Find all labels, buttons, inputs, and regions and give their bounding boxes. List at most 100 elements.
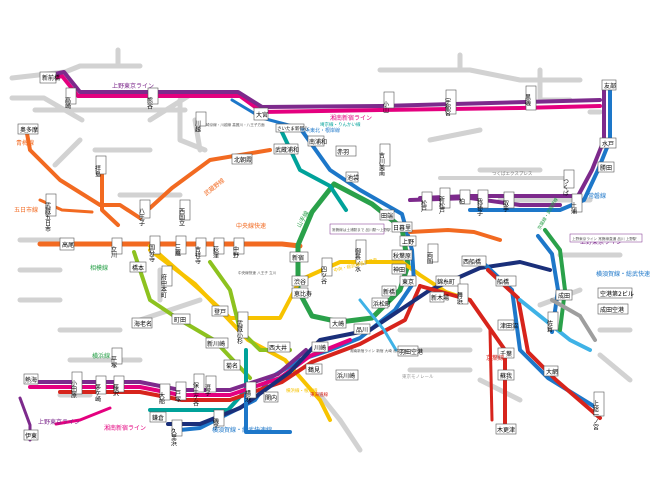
station-narita[interactable]: 成田 bbox=[555, 289, 573, 301]
label-tokyo-monorail: 東京モノレール bbox=[402, 373, 434, 380]
station-tomobe[interactable]: 友部 bbox=[601, 79, 617, 91]
station-utsunomiya[interactable]: 宇都宮 bbox=[444, 89, 457, 117]
station-hashimoto[interactable]: 橋本 bbox=[129, 261, 147, 273]
station-kurihama[interactable]: 久里浜 bbox=[170, 419, 183, 447]
station-shinmatsudo[interactable]: 新松戸 bbox=[438, 187, 451, 215]
station-ueno[interactable]: 上野 bbox=[399, 235, 417, 247]
station-kanda[interactable]: 神田 bbox=[391, 263, 407, 275]
station-kuroiso[interactable]: 黒磯 bbox=[524, 85, 537, 111]
station-shinkawasaki[interactable]: 新川崎 bbox=[205, 337, 229, 349]
station-musashi-itsukaichi[interactable]: 武蔵五日市 bbox=[44, 193, 57, 233]
station-ochanomizu[interactable]: 御茶ノ水 bbox=[354, 239, 367, 272]
station-abiko[interactable]: 我孫子 bbox=[476, 189, 489, 216]
station-hamamatsucho[interactable]: 浜松町 bbox=[371, 297, 391, 309]
station-yotsuya[interactable]: 四ツ谷 bbox=[320, 257, 333, 285]
station-kitaasaka[interactable]: 北朝霞 bbox=[231, 153, 253, 165]
station-narita-airport[interactable]: 空港第2ビル bbox=[597, 287, 634, 299]
station-mitaka[interactable]: 三鷹 bbox=[174, 235, 187, 257]
station-ikebukuro[interactable]: 池袋 bbox=[345, 171, 359, 183]
station-hiratsuka[interactable]: 平塚 bbox=[110, 347, 123, 369]
station-maihama[interactable]: 舞浜 bbox=[456, 283, 469, 305]
station-soga[interactable]: 蘇我 bbox=[497, 369, 515, 381]
station-haneda[interactable]: 羽田空港 bbox=[397, 345, 423, 357]
station-shinkiba[interactable]: 新木場 bbox=[429, 291, 449, 303]
station-kichijoji[interactable]: 吉祥寺 bbox=[194, 237, 207, 264]
station-toride[interactable]: 取手 bbox=[502, 191, 515, 213]
station-ebina[interactable]: 海老名 bbox=[131, 317, 153, 329]
station-osaki[interactable]: 大崎 bbox=[329, 317, 347, 329]
station-zushi[interactable]: 逗子 bbox=[204, 375, 217, 396]
station-shinjuku[interactable]: 新宿 bbox=[289, 251, 309, 263]
station-odawara[interactable]: 小田原 bbox=[70, 371, 83, 398]
station-narita-airport2[interactable]: 成田空港 bbox=[597, 303, 629, 315]
station-kamakura[interactable]: 鎌倉 bbox=[149, 411, 167, 423]
station-nakano[interactable]: 中野 bbox=[232, 237, 245, 258]
station-ome[interactable]: 奥多摩 bbox=[17, 123, 39, 135]
station-akabane[interactable]: 赤羽 bbox=[335, 145, 357, 157]
station-nishifunabashi[interactable]: 西船橋 bbox=[461, 255, 487, 267]
station-takasaki[interactable]: 高崎 bbox=[64, 87, 77, 109]
station-sakura[interactable]: 佐倉 bbox=[546, 311, 559, 333]
station-machida[interactable]: 町田 bbox=[171, 313, 191, 325]
station-nippori[interactable]: 日暮里 bbox=[391, 221, 413, 233]
station-kannai[interactable]: 関内 bbox=[263, 391, 279, 403]
station-katsuta[interactable]: 勝田 bbox=[597, 161, 615, 173]
station-nishikunitachi[interactable]: 西国立 bbox=[178, 199, 191, 226]
station-kimitsu[interactable]: 木更津 bbox=[495, 423, 517, 435]
station-oyama[interactable]: 小山 bbox=[382, 91, 395, 114]
station-tsudanuma[interactable]: 津田沼 bbox=[497, 319, 518, 331]
station-chigasaki[interactable]: 茅ケ崎 bbox=[94, 375, 107, 402]
station-hamakawasaki[interactable]: 浜川崎 bbox=[335, 369, 359, 381]
station-hodogaya[interactable]: 保土ケ谷 bbox=[192, 373, 205, 407]
station-tsukuba[interactable]: つくば bbox=[562, 169, 575, 197]
station-omiya[interactable]: 大宮 bbox=[253, 107, 269, 121]
station-oami[interactable]: 大網 bbox=[543, 365, 559, 377]
station-chiba[interactable]: 千葉 bbox=[497, 347, 515, 359]
station-minamiurawa[interactable]: 南浦和 bbox=[307, 135, 327, 147]
station-tokyo[interactable]: 東京 bbox=[399, 275, 417, 287]
station-noborito[interactable]: 登戸 bbox=[211, 305, 229, 317]
station-ogikubo[interactable]: 荻窪 bbox=[212, 237, 225, 259]
station-akihabara[interactable]: 秋葉原 bbox=[391, 249, 413, 261]
station-yoshikawaminami[interactable]: 吉川美南 bbox=[378, 143, 391, 176]
station-kawasaki[interactable]: 川崎 bbox=[311, 341, 329, 353]
station-kinshicho[interactable]: 錦糸町 bbox=[435, 275, 461, 287]
station-musashikosugi[interactable]: 武蔵小杉 bbox=[236, 311, 249, 345]
station-tabata[interactable]: 田端 bbox=[379, 209, 395, 221]
station-shimbashi[interactable]: 新橋 bbox=[381, 285, 397, 297]
station-fujisawa[interactable]: 藤沢 bbox=[112, 375, 125, 397]
station-ofuna[interactable]: 大船 bbox=[158, 383, 171, 405]
station-funabashi[interactable]: 船橋 bbox=[495, 275, 517, 287]
station-tsuchiura[interactable]: 土浦 bbox=[570, 193, 583, 215]
station-shinmaebashi[interactable]: 新前橋 bbox=[39, 71, 60, 84]
station-totsuka[interactable]: 戸塚 bbox=[174, 381, 187, 403]
station-kawagoe[interactable]: 川越 bbox=[194, 111, 207, 133]
station-tsurumi[interactable]: 鶴見 bbox=[305, 363, 323, 375]
station-takao[interactable]: 高尾 bbox=[59, 237, 75, 251]
station-kikuna[interactable]: 菊名 bbox=[223, 359, 241, 371]
station-atami[interactable]: 熱海 bbox=[23, 373, 39, 385]
station-tachikawa[interactable]: 立川 bbox=[110, 237, 123, 258]
station-isogo[interactable]: 磯子 bbox=[212, 409, 225, 430]
station-matsudo[interactable]: 松戸 bbox=[420, 191, 433, 213]
station-saitama[interactable]: さいたま新都心 bbox=[275, 123, 309, 133]
station-kokubunji[interactable]: 国分寺 bbox=[148, 235, 161, 262]
station-mito[interactable]: 水戸 bbox=[599, 137, 617, 149]
station-ryogoku[interactable]: 両国 bbox=[426, 243, 439, 265]
station-shibuya[interactable]: 渋谷 bbox=[291, 275, 309, 287]
station-haijima[interactable]: 拝島 bbox=[94, 155, 107, 178]
station-kashiwa[interactable]: 柏 bbox=[458, 189, 471, 205]
station-nishioi[interactable]: 西大井 bbox=[267, 341, 291, 353]
station-yokohama[interactable]: 横浜 bbox=[244, 381, 257, 403]
station-kazusa[interactable]: 上総一ノ宮 bbox=[592, 391, 605, 431]
station-ito[interactable]: 伊東 bbox=[23, 429, 39, 441]
station-ebisu[interactable]: 恵比寿 bbox=[291, 287, 312, 299]
station-shinagawa[interactable]: 品川 bbox=[353, 323, 371, 335]
station-label: 荻窪 bbox=[212, 245, 219, 259]
station-musashiurawa[interactable]: 武蔵浦和 bbox=[273, 143, 299, 155]
station-fuchuhommachi[interactable]: 府中本町 bbox=[160, 265, 173, 298]
station-label: つくば bbox=[562, 178, 569, 197]
line-shonan-top bbox=[43, 74, 602, 114]
station-hachioji[interactable]: 八王子 bbox=[138, 199, 151, 226]
station-kumagaya[interactable]: 熊谷 bbox=[146, 87, 159, 110]
